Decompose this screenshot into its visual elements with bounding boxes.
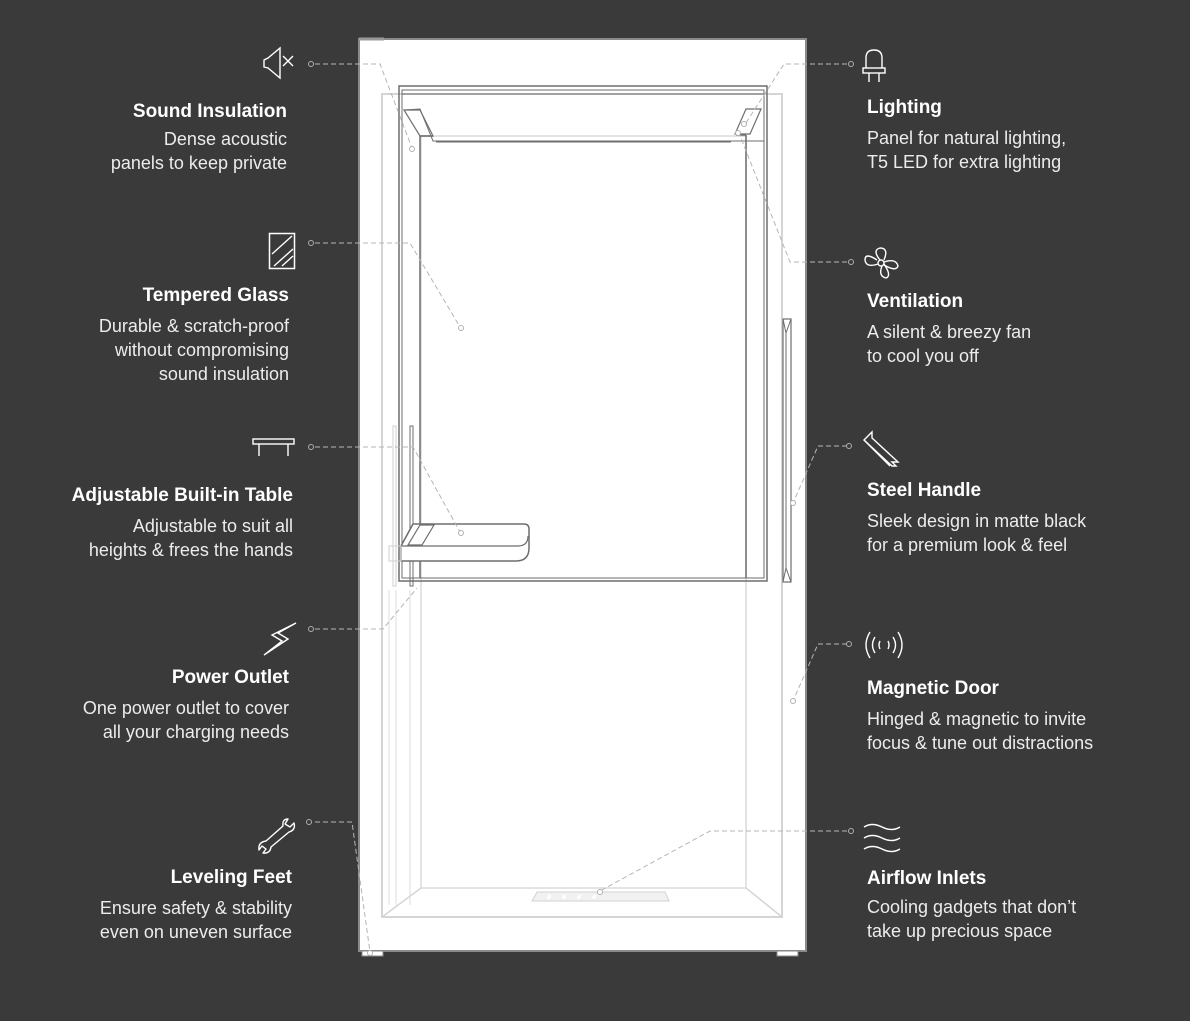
feature-steel-handle: Steel Handle Sleek design in matte black… (867, 479, 1167, 557)
feature-title: Ventilation (867, 291, 964, 312)
feature-description: Hinged & magnetic to invite focus & tune… (867, 709, 1094, 753)
feature-magnetic-door: Magnetic Door Hinged & magnetic to invit… (867, 677, 1167, 755)
right-foot (776, 950, 799, 957)
fan-icon (864, 247, 899, 279)
feature-lighting: Lighting Panel for natural lighting, T5 … (867, 96, 1167, 174)
table-icon (252, 438, 295, 456)
feature-description: Cooling gadgets that don’t take up preci… (867, 897, 1077, 941)
feature-ventilation: Ventilation A silent & breezy fan to coo… (867, 290, 1167, 368)
glass-pane-icon (268, 232, 296, 270)
feature-description: Ensure safety & stability even on uneven… (99, 898, 292, 942)
feature-description: Panel for natural lighting, T5 LED for e… (867, 128, 1067, 172)
feature-description: Durable & scratch-proof without compromi… (98, 316, 289, 384)
steel-handle-part (782, 318, 792, 583)
airflow-vent (531, 891, 670, 902)
feature-sound-insulation: Sound Insulation Dense acoustic panels t… (0, 100, 287, 175)
feature-title: Sound Insulation (132, 101, 287, 122)
right-led-bracket (734, 108, 762, 135)
wrench-icon (258, 818, 296, 854)
feature-description: A silent & breezy fan to cool you off (867, 322, 1032, 366)
feature-adjustable-table: Adjustable Built-in Table Adjustable to … (0, 484, 293, 562)
leader-lines (315, 63, 847, 953)
feature-title: Tempered Glass (142, 285, 289, 306)
handle-icon (862, 430, 900, 467)
feature-leveling-feet: Leveling Feet Ensure safety & stability … (0, 866, 292, 944)
feature-title: Adjustable Built-in Table (71, 485, 293, 506)
feature-airflow-inlets: Airflow Inlets Cooling gadgets that don’… (867, 867, 1167, 943)
led-bulb-icon (862, 49, 886, 82)
feature-description: Adjustable to suit all heights & frees t… (88, 516, 293, 560)
feature-title: Magnetic Door (867, 678, 999, 699)
feature-title: Steel Handle (867, 480, 982, 501)
feature-title: Airflow Inlets (867, 868, 987, 889)
speaker-mute-icon (263, 46, 294, 80)
feature-description: One power outlet to cover all your charg… (82, 698, 289, 742)
feature-title: Leveling Feet (170, 867, 292, 888)
feature-power-outlet: Power Outlet One power outlet to cover a… (0, 666, 289, 744)
lightning-icon (263, 622, 297, 656)
glass-door-frame (398, 85, 768, 582)
feature-title: Power Outlet (171, 667, 289, 688)
feature-tempered-glass: Tempered Glass Durable & scratch-proof w… (0, 284, 289, 386)
magnetic-waves-icon (865, 631, 903, 659)
feature-description: Sleek design in matte black for a premiu… (867, 511, 1087, 555)
leader-endpoints (306, 61, 854, 834)
built-in-table (388, 523, 530, 562)
airflow-icon (863, 823, 901, 853)
booth-body (358, 38, 807, 952)
feature-description: Dense acoustic panels to keep private (110, 129, 287, 173)
feature-title: Lighting (867, 97, 942, 118)
